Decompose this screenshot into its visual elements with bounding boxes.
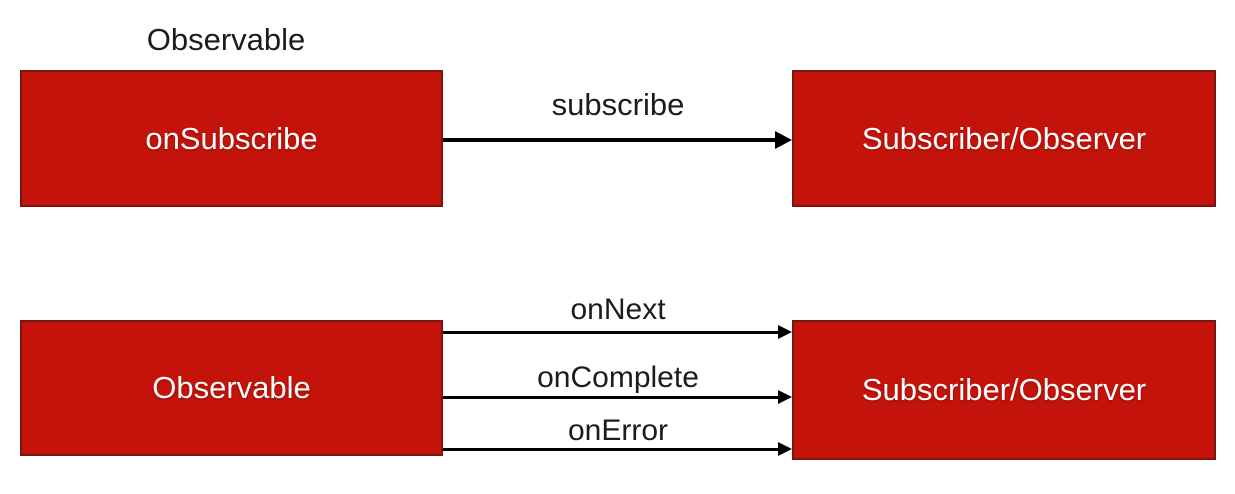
onerror-arrowhead-icon	[778, 442, 792, 456]
oncomplete-arrow-line	[443, 396, 778, 399]
observable-box: Observable	[20, 320, 443, 456]
onnext-arrow-line	[443, 331, 778, 334]
onnext-arrowhead-icon	[778, 325, 792, 339]
onsubscribe-box-label: onSubscribe	[145, 120, 318, 156]
subscriber-observer-top-label: Subscriber/Observer	[861, 120, 1147, 156]
observable-title-label: Observable	[146, 22, 306, 57]
oncomplete-arrowhead-icon	[778, 390, 792, 404]
subscriber-observer-box-bottom: Subscriber/Observer	[792, 320, 1216, 460]
subscribe-arrow-label: subscribe	[551, 87, 685, 122]
onnext-arrow-label: onNext	[570, 293, 666, 326]
subscribe-arrow-line	[443, 138, 775, 142]
subscriber-observer-bottom-label: Subscriber/Observer	[861, 372, 1147, 407]
onsubscribe-box: onSubscribe	[20, 70, 443, 207]
oncomplete-arrow-label: onComplete	[537, 361, 699, 394]
onerror-arrow-label: onError	[567, 414, 669, 447]
observable-box-label: Observable	[152, 370, 311, 405]
subscribe-arrowhead-icon	[775, 131, 792, 149]
onerror-arrow-line	[443, 448, 778, 451]
subscriber-observer-box-top: Subscriber/Observer	[792, 70, 1216, 207]
